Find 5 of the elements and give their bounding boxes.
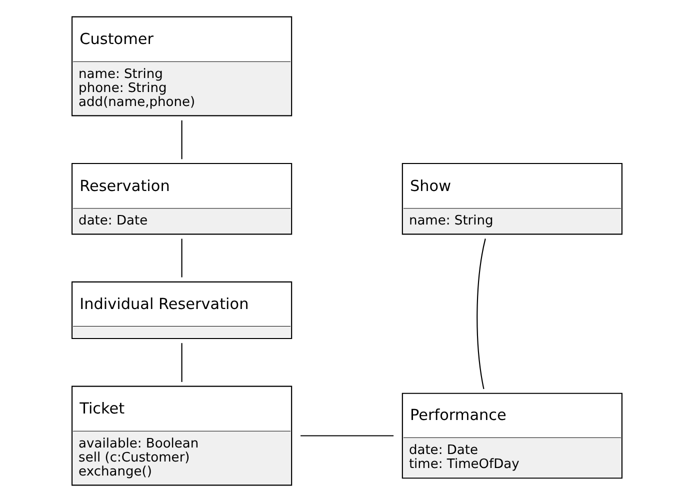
connector: [181, 120, 182, 160]
connector: [476, 238, 486, 390]
connector: [300, 435, 394, 436]
connector: [181, 238, 182, 278]
connector: [181, 343, 182, 382]
